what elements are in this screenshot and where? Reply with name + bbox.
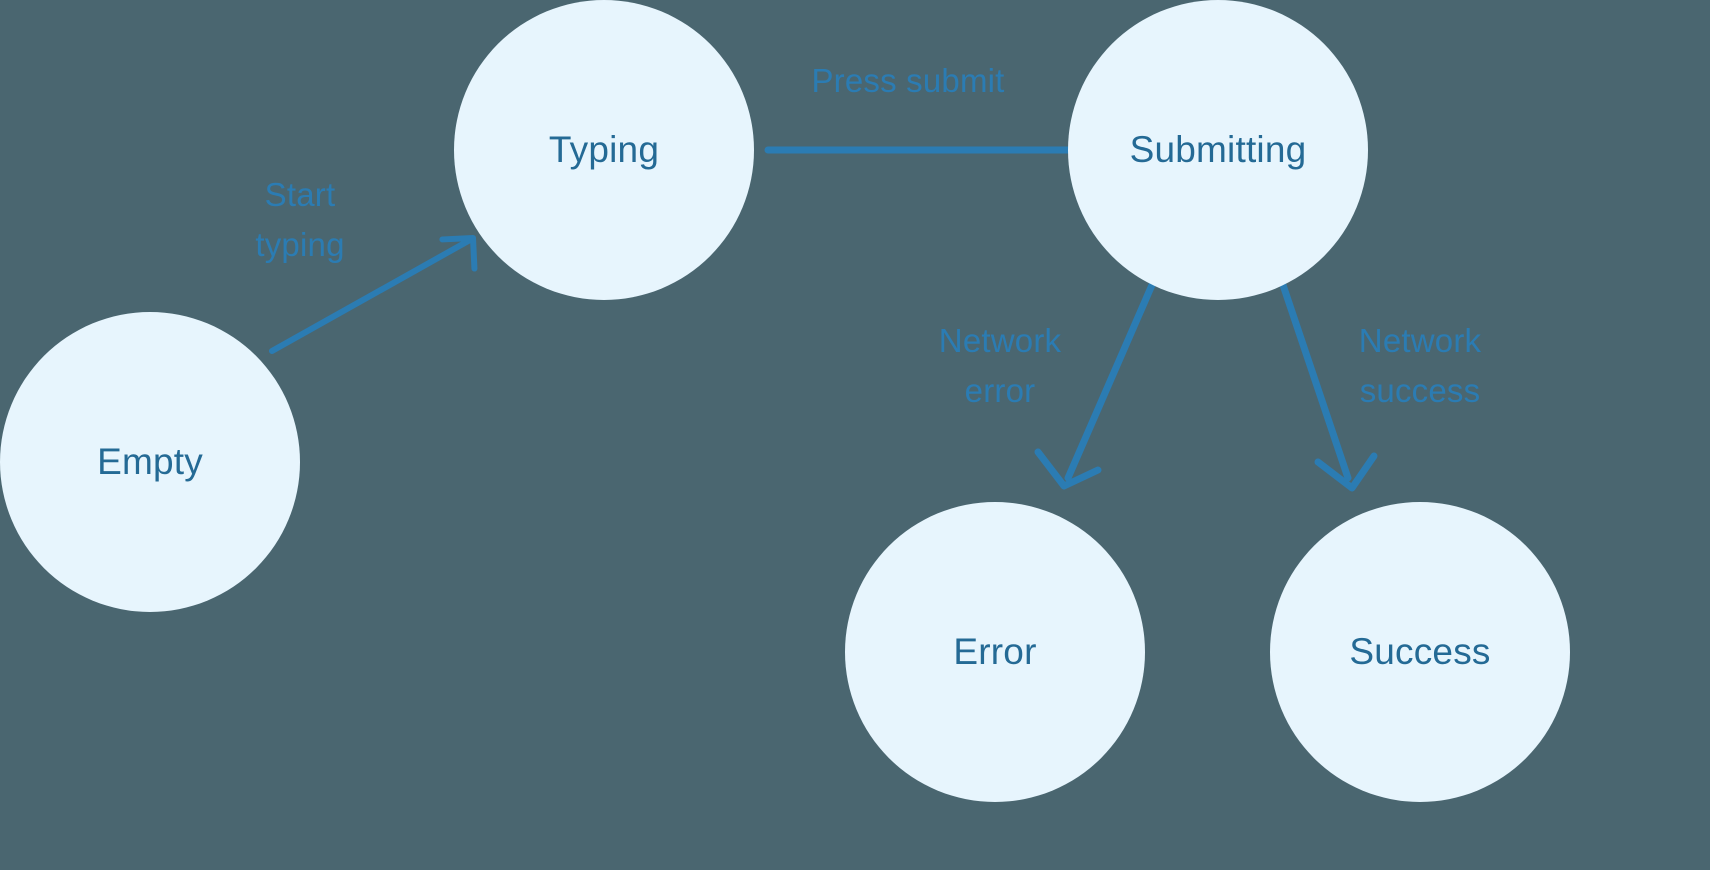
state-node-typing[interactable]: Typing bbox=[454, 0, 754, 300]
edge-submitting-to-success bbox=[1278, 278, 1378, 492]
state-node-submitting[interactable]: Submitting bbox=[1068, 0, 1368, 300]
state-label-submitting: Submitting bbox=[1129, 129, 1307, 170]
edge-empty-to-typing bbox=[269, 235, 478, 354]
edge-label-press-submit: Press submit bbox=[811, 62, 1005, 99]
edge-label-network-error: Network error bbox=[938, 322, 1062, 409]
edge-label-start-typing: Start typing bbox=[255, 176, 345, 263]
state-label-success: Success bbox=[1349, 631, 1491, 672]
state-node-success[interactable]: Success bbox=[1270, 502, 1570, 802]
state-label-error: Error bbox=[953, 631, 1037, 672]
edge-submitting-to-error bbox=[1034, 281, 1156, 490]
state-label-empty: Empty bbox=[97, 441, 203, 482]
state-node-empty[interactable]: Empty bbox=[0, 312, 300, 612]
edge-label-network-success: Network success bbox=[1358, 322, 1482, 409]
state-label-typing: Typing bbox=[548, 129, 660, 170]
state-node-error[interactable]: Error bbox=[845, 502, 1145, 802]
